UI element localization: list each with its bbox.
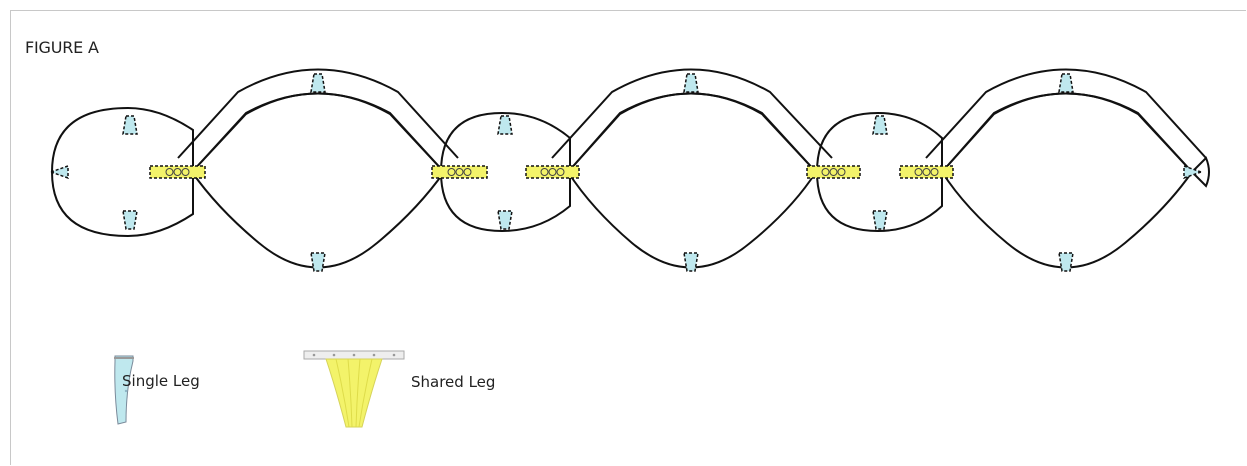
arch-canopy-3-inner bbox=[941, 92, 1193, 173]
shared-leg-ring bbox=[922, 168, 931, 176]
single-leg-marker bbox=[1058, 252, 1074, 272]
figure-frame bbox=[10, 10, 1246, 465]
shared-leg-marker bbox=[806, 165, 861, 179]
arch-canopy-3-lower bbox=[941, 92, 1194, 269]
shared-leg-ring bbox=[181, 168, 190, 176]
shared-leg-ring bbox=[447, 168, 456, 176]
shared-leg-ring bbox=[463, 168, 472, 176]
shared-leg-ring bbox=[821, 168, 830, 176]
shared-leg-ring bbox=[837, 168, 846, 176]
single-leg-marker bbox=[122, 210, 138, 230]
arch-canopy-3-outer bbox=[925, 68, 1207, 159]
shared-leg-ring bbox=[930, 168, 939, 176]
shared-leg-marker bbox=[149, 165, 206, 179]
shared-leg-ring bbox=[173, 168, 182, 176]
shared-leg-ring bbox=[455, 168, 464, 176]
single-leg-marker bbox=[1183, 164, 1204, 180]
single-leg-marker bbox=[48, 164, 69, 180]
arch-canopy-1-outer bbox=[177, 68, 459, 159]
shared-leg-marker bbox=[525, 165, 580, 179]
shared-leg-ring bbox=[829, 168, 838, 176]
single-leg-marker bbox=[310, 73, 326, 93]
figure-title: FIGURE A bbox=[25, 38, 99, 57]
single-leg-marker bbox=[683, 73, 699, 93]
shared-leg-marker bbox=[431, 165, 488, 179]
shared-leg-ring bbox=[914, 168, 923, 176]
single-leg-marker bbox=[310, 252, 326, 272]
right-end-cap bbox=[1190, 156, 1210, 188]
single-leg-icon bbox=[114, 355, 134, 425]
canopy-shapes bbox=[50, 68, 1210, 269]
single-leg-marker bbox=[872, 210, 888, 230]
arch-canopy-2-lower bbox=[567, 92, 818, 269]
arch-canopy-1-inner bbox=[191, 92, 445, 173]
single-leg-marker bbox=[497, 115, 513, 135]
single-leg-marker bbox=[122, 115, 138, 135]
shared-leg-ring bbox=[548, 168, 557, 176]
single-leg-marker bbox=[497, 210, 513, 230]
shared-leg-marker bbox=[899, 165, 954, 179]
shared-leg-label: Shared Leg bbox=[411, 373, 496, 391]
arch-canopy-1-lower bbox=[191, 92, 446, 269]
shared-leg-ring bbox=[556, 168, 565, 176]
shared-legs bbox=[149, 165, 954, 179]
single-leg-marker bbox=[1058, 73, 1074, 93]
single-leg-label: Single Leg bbox=[122, 372, 200, 390]
single-leg-marker bbox=[683, 252, 699, 272]
arch-canopy-2-outer bbox=[551, 68, 833, 159]
single-legs bbox=[48, 73, 1204, 272]
shared-leg-ring bbox=[540, 168, 549, 176]
shared-leg-icon bbox=[303, 350, 405, 428]
shared-leg-ring bbox=[165, 168, 174, 176]
single-leg-marker bbox=[872, 115, 888, 135]
